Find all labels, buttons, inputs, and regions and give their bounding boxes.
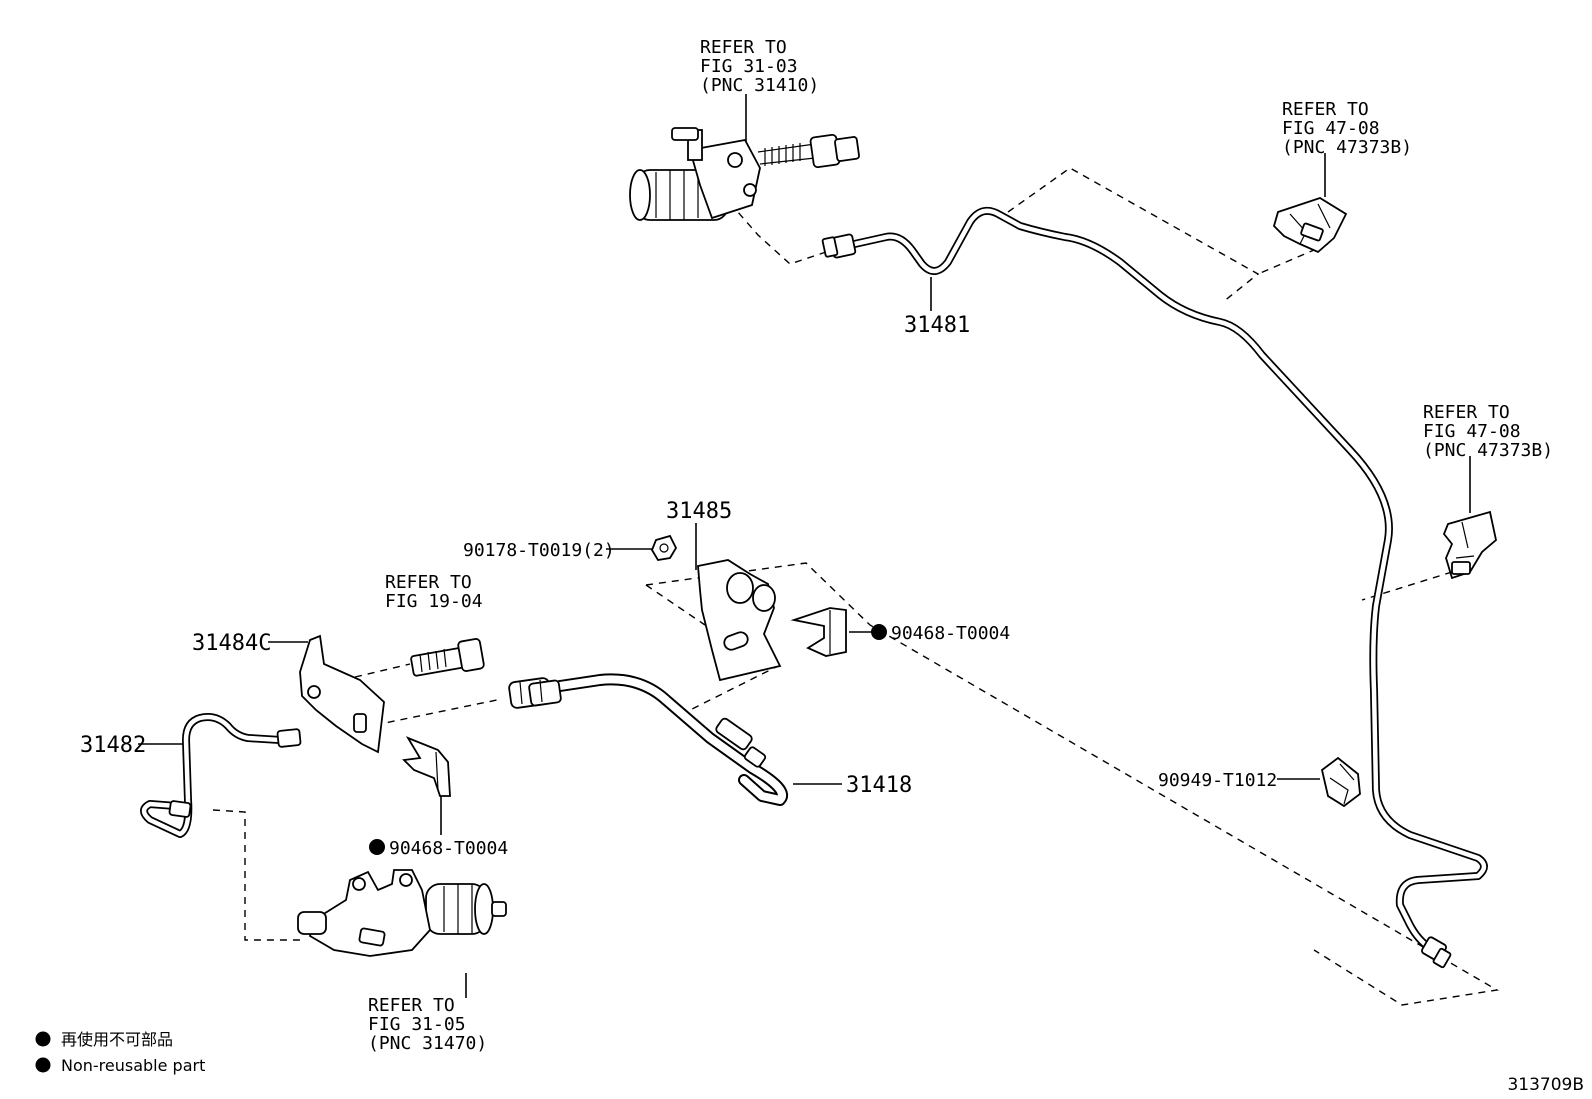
bracket-31485-drawing — [697, 559, 782, 682]
non-reusable-marker — [369, 839, 385, 855]
legend-marker — [35, 1031, 51, 1047]
clip-lower-drawing — [402, 736, 451, 797]
ref-line: (PNC 47373B) — [1282, 137, 1412, 158]
pipe-clamp-upper-drawing — [1272, 197, 1348, 254]
clutch-pipe-31482-drawing — [140, 713, 302, 838]
ref-line: REFER TO — [368, 995, 455, 1016]
part-number-nut: 90178-T0019(2) — [463, 540, 615, 561]
legend-marker — [35, 1057, 51, 1073]
reference-master-cylinder: REFER TO FIG 31-03 (PNC 31410) — [700, 37, 819, 96]
ref-line: REFER TO — [700, 37, 787, 58]
part-number-clamp: 90949-T1012 — [1158, 770, 1277, 791]
clutch-pipe-31481 — [821, 206, 1488, 969]
ref-line: FIG 47-08 — [1423, 421, 1521, 442]
ref-line: (PNC 47373B) — [1423, 440, 1553, 461]
reference-bolt: REFER TO FIG 19-04 — [385, 572, 483, 612]
legend-english: Non-reusable part — [61, 1056, 205, 1075]
master-cylinder-drawing — [629, 127, 860, 221]
ref-line: REFER TO — [385, 572, 472, 593]
bolt-drawing — [410, 638, 485, 677]
part-number-clip-right: 90468-T0004 — [891, 623, 1010, 644]
release-cylinder-drawing — [297, 869, 507, 957]
ref-line: REFER TO — [1282, 99, 1369, 120]
non-reusable-marker — [871, 624, 887, 640]
reference-clamp-upper: REFER TO FIG 47-08 (PNC 47373B) — [1282, 99, 1412, 158]
bracket-31484c-drawing — [299, 634, 385, 754]
flexible-hose-31418-drawing — [508, 673, 788, 806]
part-number-31484c: 31484C — [192, 631, 271, 656]
part-number-31481: 31481 — [904, 313, 970, 338]
ref-line: FIG 31-05 — [368, 1014, 466, 1035]
reference-release-cylinder: REFER TO FIG 31-05 (PNC 31470) — [368, 995, 487, 1054]
ref-line: FIG 47-08 — [1282, 118, 1380, 139]
leader-lines — [138, 94, 1471, 998]
part-number-31418: 31418 — [846, 773, 912, 798]
dashed-reference-lines — [212, 167, 1500, 1006]
nut-90178-drawing — [650, 534, 678, 561]
ref-line: FIG 31-03 — [700, 56, 798, 77]
ref-line: (PNC 31410) — [700, 75, 819, 96]
ref-line: (PNC 31470) — [368, 1033, 487, 1054]
ref-line: FIG 19-04 — [385, 591, 483, 612]
legend-japanese: 再使用不可部品 — [61, 1030, 173, 1049]
part-number-31482: 31482 — [80, 733, 146, 758]
figure-id: 313709B — [1507, 1075, 1584, 1095]
part-number-31485: 31485 — [666, 499, 732, 524]
part-number-clip-lower: 90468-T0004 — [389, 838, 508, 859]
pipe-clamp-right-drawing — [1442, 510, 1497, 580]
clip-right-drawing — [790, 607, 847, 657]
ref-line: REFER TO — [1423, 402, 1510, 423]
reference-clamp-right: REFER TO FIG 47-08 (PNC 47373B) — [1423, 402, 1553, 461]
clamp-90949-drawing — [1320, 756, 1361, 808]
